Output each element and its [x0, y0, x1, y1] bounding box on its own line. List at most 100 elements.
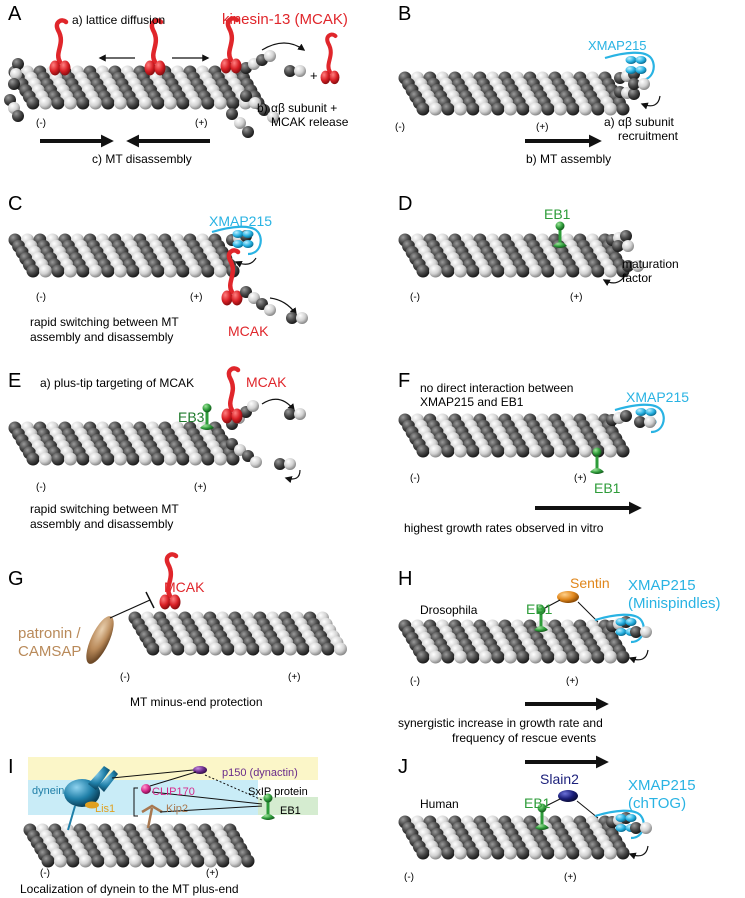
d-minus-end: (-) [410, 292, 420, 303]
c-release-arrow [269, 297, 297, 316]
tubulin-subunit [516, 264, 530, 278]
tubulin-subunit [159, 642, 172, 656]
tubulin-subunit [151, 96, 165, 110]
tubulin-subunit [101, 264, 115, 278]
tubulin-subunit [176, 264, 190, 278]
tubulin-subunit [151, 452, 165, 466]
tubulin-subunit [104, 854, 117, 868]
tubulin-subunit [26, 264, 40, 278]
c-switch-label-2: assembly and disassembly [30, 330, 173, 344]
f-incoming-dimer-alpha [634, 416, 646, 428]
j-organism-label: Human [420, 797, 459, 811]
eb-head [537, 803, 547, 813]
tubulin-subunit [39, 264, 52, 278]
a-plus-peel-up [264, 50, 276, 62]
tubulin-subunit [184, 642, 197, 656]
j-lattice [398, 815, 630, 860]
tubulin-subunit [441, 444, 455, 458]
tubulin-subunit [541, 102, 555, 116]
panel-letter-c: C [8, 193, 22, 215]
tubulin-subunit [591, 650, 605, 664]
tubulin-subunit [591, 102, 605, 116]
tubulin-subunit [226, 452, 240, 466]
tubulin-subunit [491, 264, 505, 278]
tubulin-subunit [604, 846, 617, 860]
mcak-head [144, 60, 156, 76]
tog-domain [615, 628, 627, 636]
d-curl [620, 230, 632, 242]
eb-ch-domain [535, 824, 549, 830]
g-inhibition-line [109, 599, 151, 619]
tubulin-subunit [41, 854, 55, 868]
c-xmap215 [211, 225, 262, 256]
e-released-dimer-2-beta [284, 458, 296, 470]
panel-letter-j: J [398, 756, 408, 778]
tubulin-subunit [139, 452, 152, 466]
tubulin-subunit [416, 264, 430, 278]
tubulin-subunit [466, 650, 480, 664]
j-slain2-label: Slain2 [540, 771, 579, 787]
d-incoming-dimer-alpha [612, 240, 624, 252]
tubulin-subunit [504, 264, 517, 278]
tubulin-subunit [554, 846, 567, 860]
c-released-dimer-alpha [286, 312, 298, 324]
d-eb1-label: EB1 [544, 206, 571, 222]
i-link-p150-clip [149, 771, 197, 787]
tubulin-subunit [201, 452, 215, 466]
b-xmap-label: XMAP215 [588, 38, 647, 53]
mcak-stalk [164, 552, 179, 599]
panel-letter-a: A [8, 3, 22, 25]
xmap-linker [604, 51, 655, 82]
h-synergy-label-1: synergistic increase in growth rate and [398, 716, 603, 730]
mcak-head [154, 60, 166, 76]
j-xmap-label-2: (chTOG) [628, 795, 686, 812]
h-xmap-label-2: (Minispindles) [628, 595, 721, 612]
i-eb1-label: EB1 [280, 805, 301, 817]
tog-domain [615, 824, 627, 832]
tubulin-subunit [579, 264, 592, 278]
tubulin-subunit [126, 264, 140, 278]
i-dynein-label: dynein [32, 785, 64, 797]
tubulin-subunit [479, 102, 492, 116]
tubulin-subunit [616, 444, 630, 458]
tubulin-subunit [491, 846, 505, 860]
tubulin-subunit [479, 264, 492, 278]
a-disassembly-label: c) MT disassembly [92, 152, 192, 166]
a-plus-peel-down [240, 90, 252, 102]
tubulin-subunit [216, 854, 230, 868]
c-minus-end: (-) [36, 292, 46, 303]
tubulin-subunit [454, 846, 467, 860]
panel-letter-b: B [398, 3, 411, 25]
tubulin-subunit [529, 444, 542, 458]
tubulin-subunit [416, 444, 430, 458]
xmap-linker [594, 613, 645, 644]
f-xmap-label: XMAP215 [626, 389, 689, 405]
h-eb1-label: EB1 [526, 601, 553, 617]
tubulin-subunit [479, 650, 492, 664]
tubulin-subunit [466, 846, 480, 860]
j-minus-end: (-) [404, 872, 414, 883]
tubulin-subunit [229, 854, 242, 868]
tog-domain [635, 408, 647, 416]
i-minus-end: (-) [40, 868, 50, 879]
e-curl-down [250, 456, 262, 468]
tubulin-subunit [171, 642, 185, 656]
a-minus-peel [12, 58, 24, 70]
e-switch-label-2: assembly and disassembly [30, 517, 173, 531]
tubulin-subunit [259, 642, 272, 656]
h-xmap-label-1: XMAP215 [628, 577, 696, 594]
tubulin-subunit [139, 264, 152, 278]
tubulin-subunit [209, 642, 222, 656]
g-protection-label: MT minus-end protection [130, 695, 263, 709]
g-lattice [128, 611, 347, 656]
f-incoming-dimer-beta [644, 416, 656, 428]
e-released-dimer-alpha [284, 408, 296, 420]
tubulin-subunit [76, 452, 90, 466]
a-release-label-2: MCAK release [271, 115, 349, 129]
xmap-linker [594, 809, 645, 840]
tubulin-subunit [591, 264, 605, 278]
h-link-sentin-xmap [577, 601, 599, 623]
tubulin-subunit [151, 264, 165, 278]
tubulin-subunit [554, 444, 567, 458]
